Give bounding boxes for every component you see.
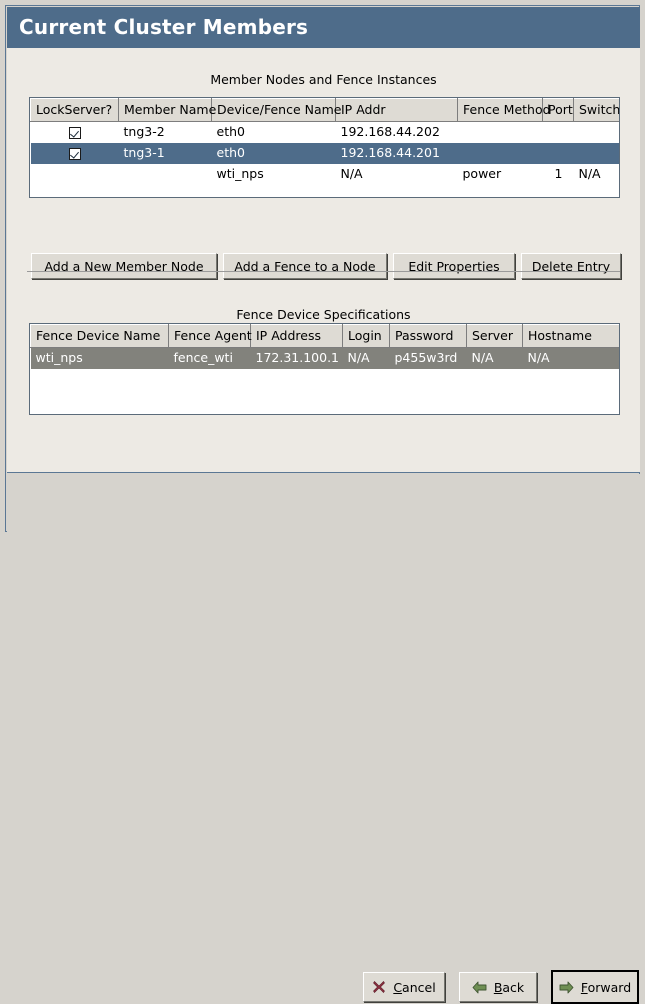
fence-password-cell: p455w3rd [389, 347, 467, 369]
back-suffix: ack [502, 979, 525, 995]
fence-ip-address-cell: 172.31.100.1 [250, 347, 343, 369]
close-x-icon [372, 980, 386, 994]
ip-addr-cell: 192.168.44.202 [335, 121, 458, 143]
members-col-member-name[interactable]: Member Name [118, 98, 216, 122]
members-col-device-fence-name[interactable]: Device/Fence Name [211, 98, 342, 122]
cancel-label: Cancel [393, 980, 435, 995]
fence-method-cell [457, 142, 543, 164]
members-col-ip-addr[interactable]: IP Addr [335, 98, 458, 122]
lockserver-cell[interactable] [30, 163, 119, 185]
members-col-lockserver[interactable]: LockServer? [30, 98, 119, 122]
table-row[interactable]: tng3-1 eth0 192.168.44.201 [30, 142, 619, 164]
fence-col-password[interactable]: Password [389, 324, 467, 348]
forward-suffix: orward [587, 979, 632, 995]
cancel-suffix: ancel [402, 979, 436, 995]
device-fence-name-cell: eth0 [211, 121, 336, 143]
fence-col-login[interactable]: Login [342, 324, 390, 348]
fence-hostname-cell: N/A [522, 347, 619, 369]
fence-devices-table[interactable]: Fence Device Name Fence Agent IP Address… [29, 323, 620, 415]
fence-method-cell [457, 121, 543, 143]
titlebar: Current Cluster Members [7, 7, 640, 48]
switch-cell [573, 142, 619, 164]
fence-col-server[interactable]: Server [466, 324, 523, 348]
members-col-fence-method[interactable]: Fence Method [457, 98, 551, 122]
switch-cell [573, 121, 619, 143]
lockserver-cell[interactable] [30, 121, 119, 143]
table-row[interactable]: wti_nps fence_wti 172.31.100.1 N/A p455w… [30, 347, 619, 369]
member-name-cell: tng3-1 [118, 142, 212, 164]
device-fence-name-cell: eth0 [211, 142, 336, 164]
members-header-row: LockServer? Member Name Device/Fence Nam… [30, 98, 619, 122]
fence-method-cell: power [457, 163, 543, 185]
section-divider [27, 271, 620, 272]
fence-server-cell: N/A [466, 347, 523, 369]
members-col-port[interactable]: Port [542, 98, 574, 122]
back-button[interactable]: Back [459, 972, 537, 1002]
cancel-button[interactable]: Cancel [363, 972, 445, 1002]
fence-header-row: Fence Device Name Fence Agent IP Address… [30, 324, 619, 348]
table-row[interactable]: wti_nps N/A power 1 N/A [30, 163, 619, 185]
content-panel: Member Nodes and Fence Instances LockSer… [7, 48, 640, 505]
page-title: Current Cluster Members [19, 15, 309, 39]
members-grid: LockServer? Member Name Device/Fence Nam… [30, 98, 619, 185]
port-cell [542, 142, 574, 164]
fence-col-hostname[interactable]: Hostname [522, 324, 619, 348]
ip-addr-cell: 192.168.44.201 [335, 142, 458, 164]
add-fence-to-node-button[interactable]: Add a Fence to a Node [223, 253, 387, 279]
fence-device-name-cell: wti_nps [30, 347, 169, 369]
member-name-cell [118, 163, 212, 185]
delete-entry-members-button[interactable]: Delete Entry [521, 253, 621, 279]
table-row[interactable]: tng3-2 eth0 192.168.44.202 [30, 121, 619, 143]
arrow-left-icon [472, 981, 487, 994]
edit-properties-members-button[interactable]: Edit Properties [393, 253, 515, 279]
device-fence-name-cell: wti_nps [211, 163, 336, 185]
lockserver-cell[interactable] [30, 142, 119, 164]
port-cell: 1 [542, 163, 574, 185]
back-mnemonic: B [493, 979, 503, 995]
arrow-right-icon [559, 981, 574, 994]
ip-addr-cell: N/A [335, 163, 458, 185]
fence-col-agent[interactable]: Fence Agent [168, 324, 252, 348]
dialog-window: Current Cluster Members Member Nodes and… [0, 0, 645, 537]
forward-mnemonic: F [580, 979, 588, 995]
members-table[interactable]: LockServer? Member Name Device/Fence Nam… [29, 97, 620, 198]
dialog-frame: Current Cluster Members Member Nodes and… [5, 5, 640, 1004]
members-section-title: Member Nodes and Fence Instances [210, 72, 437, 87]
fence-col-ip-address[interactable]: IP Address [250, 324, 343, 348]
cancel-mnemonic: C [393, 979, 403, 995]
forward-button[interactable]: Forward [551, 970, 639, 1004]
forward-label: Forward [581, 980, 631, 995]
fence-col-device-name[interactable]: Fence Device Name [30, 324, 169, 348]
fence-devices-grid: Fence Device Name Fence Agent IP Address… [30, 324, 619, 369]
lockserver-checkbox[interactable] [69, 147, 81, 160]
port-cell [542, 121, 574, 143]
lockserver-checkbox[interactable] [69, 126, 81, 139]
navigation-bar: Cancel Back Forward [7, 474, 640, 1004]
back-label: Back [494, 980, 524, 995]
member-name-cell: tng3-2 [118, 121, 212, 143]
switch-cell: N/A [573, 163, 619, 185]
fence-login-cell: N/A [342, 347, 390, 369]
fence-section-title: Fence Device Specifications [236, 307, 411, 322]
members-col-switch[interactable]: Switch [573, 98, 619, 122]
fence-agent-cell: fence_wti [168, 347, 251, 369]
add-new-member-node-button[interactable]: Add a New Member Node [31, 253, 217, 279]
